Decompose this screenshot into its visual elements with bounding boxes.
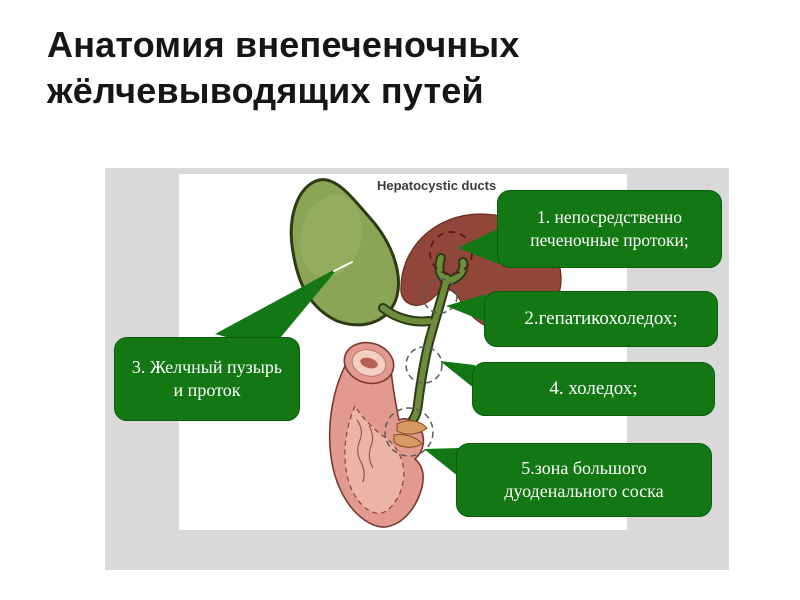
callout-3-gallbladder: 3. Желчный пузырь и проток (114, 337, 300, 421)
callout-1-hepatic-ducts: 1. непосредственно печеночные протоки; (497, 190, 722, 268)
duodenum-cutaway (344, 404, 405, 514)
gallbladder-highlight (300, 194, 362, 278)
duodenal-papilla (393, 420, 428, 448)
duodenum-shape (328, 341, 428, 528)
image-caption: Hepatocystic ducts (377, 178, 497, 193)
callout-2-label: 2.гепатикохоледох; (524, 307, 678, 329)
zone-5-papilla (384, 407, 434, 457)
duodenum-cut-opening (343, 341, 395, 385)
callout-2-hepaticocholedochus: 2.гепатикохоледох; (484, 291, 718, 347)
callout-3-label: 3. Желчный пузырь и проток (131, 356, 283, 400)
slide-title: Анатомия внепеченочных жёлчевыводящих пу… (47, 24, 520, 112)
anatomy-svg (289, 178, 562, 528)
callout-4-label: 4. холедох; (549, 377, 638, 399)
callout-1-label: 1. непосредственно печеночные протоки; (530, 207, 689, 250)
callout-5-papilla-zone: 5.зона большого дуоденального соска (456, 443, 712, 517)
callout-4-choledochus: 4. холедох; (472, 362, 715, 416)
callout-5-label: 5.зона большого дуоденального соска (504, 457, 664, 501)
bile-ducts-shape (378, 253, 469, 437)
